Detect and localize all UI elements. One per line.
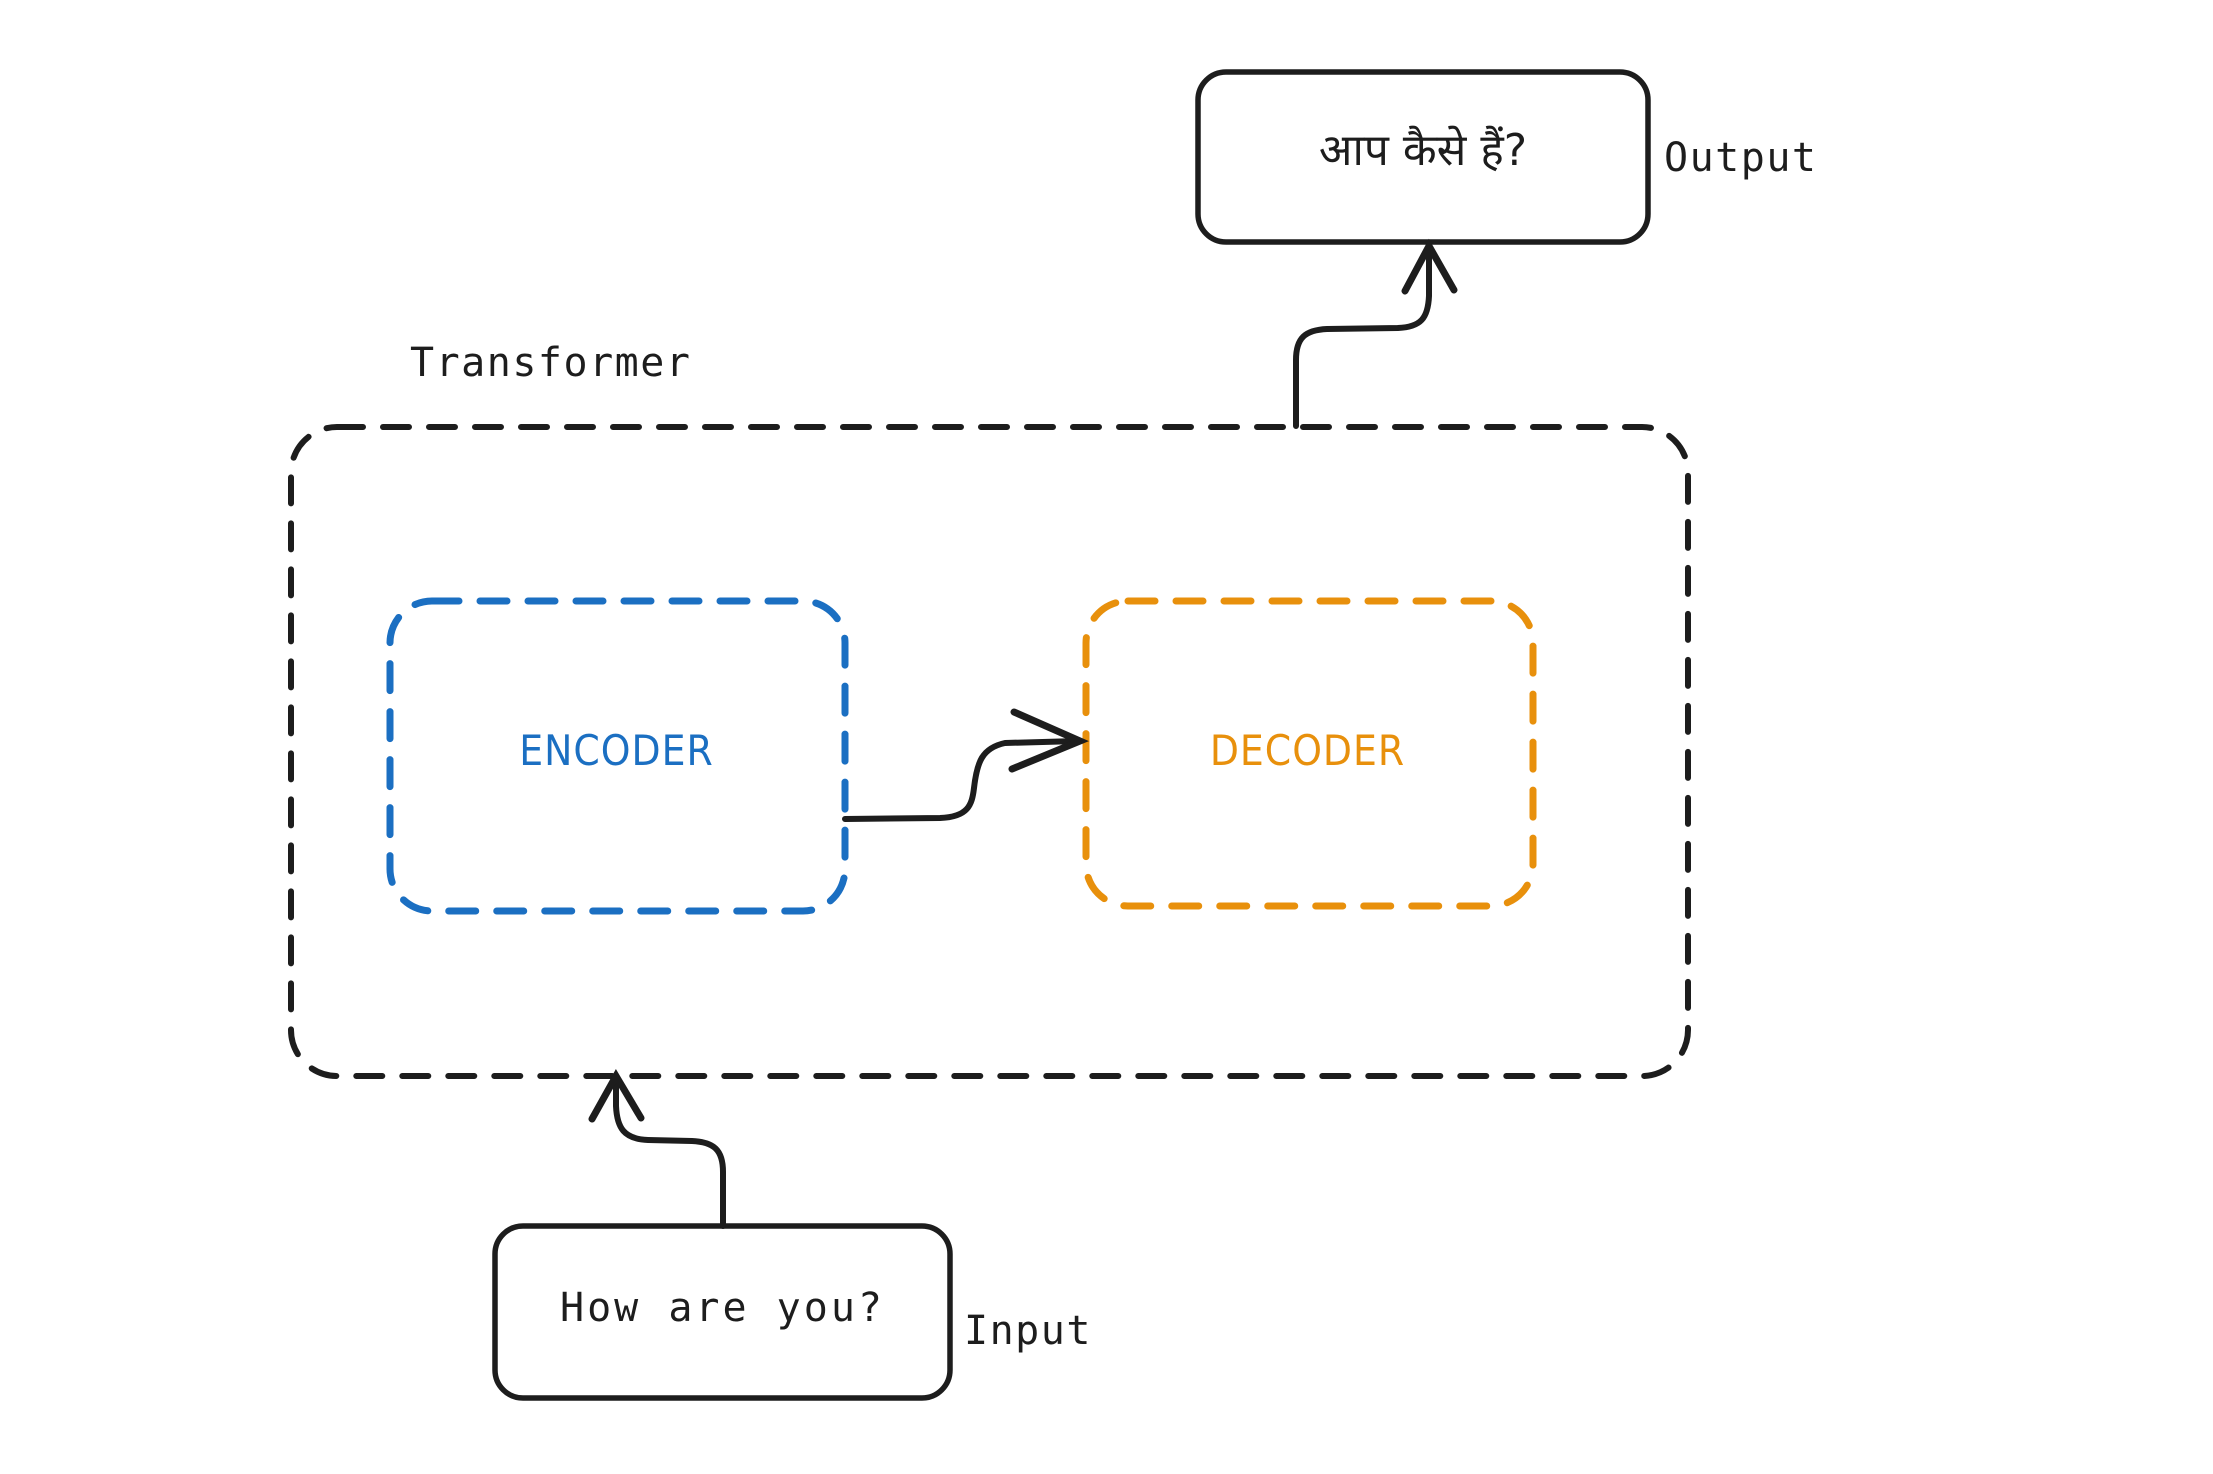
- encoder-label: ENCODER: [519, 726, 714, 775]
- transformer-to-output-arrow: [1293, 238, 1458, 429]
- decoder-box[interactable]: [1082, 597, 1537, 910]
- output-side-label: Output: [1664, 135, 1818, 181]
- encoder-to-decoder-arrow: [842, 708, 1089, 822]
- output-box[interactable]: [1195, 69, 1651, 245]
- input-side-label: Input: [964, 1308, 1092, 1354]
- transformer-box[interactable]: [288, 424, 1691, 1079]
- decoder-label: DECODER: [1209, 726, 1406, 775]
- input-to-transformer-arrow: [588, 1068, 726, 1229]
- transformer-title-label: Transformer: [410, 340, 692, 386]
- encoder-box[interactable]: [386, 597, 849, 915]
- output-box-text: आप कैसे हैं?: [1318, 125, 1528, 176]
- input-box-text: How are you?: [560, 1285, 885, 1331]
